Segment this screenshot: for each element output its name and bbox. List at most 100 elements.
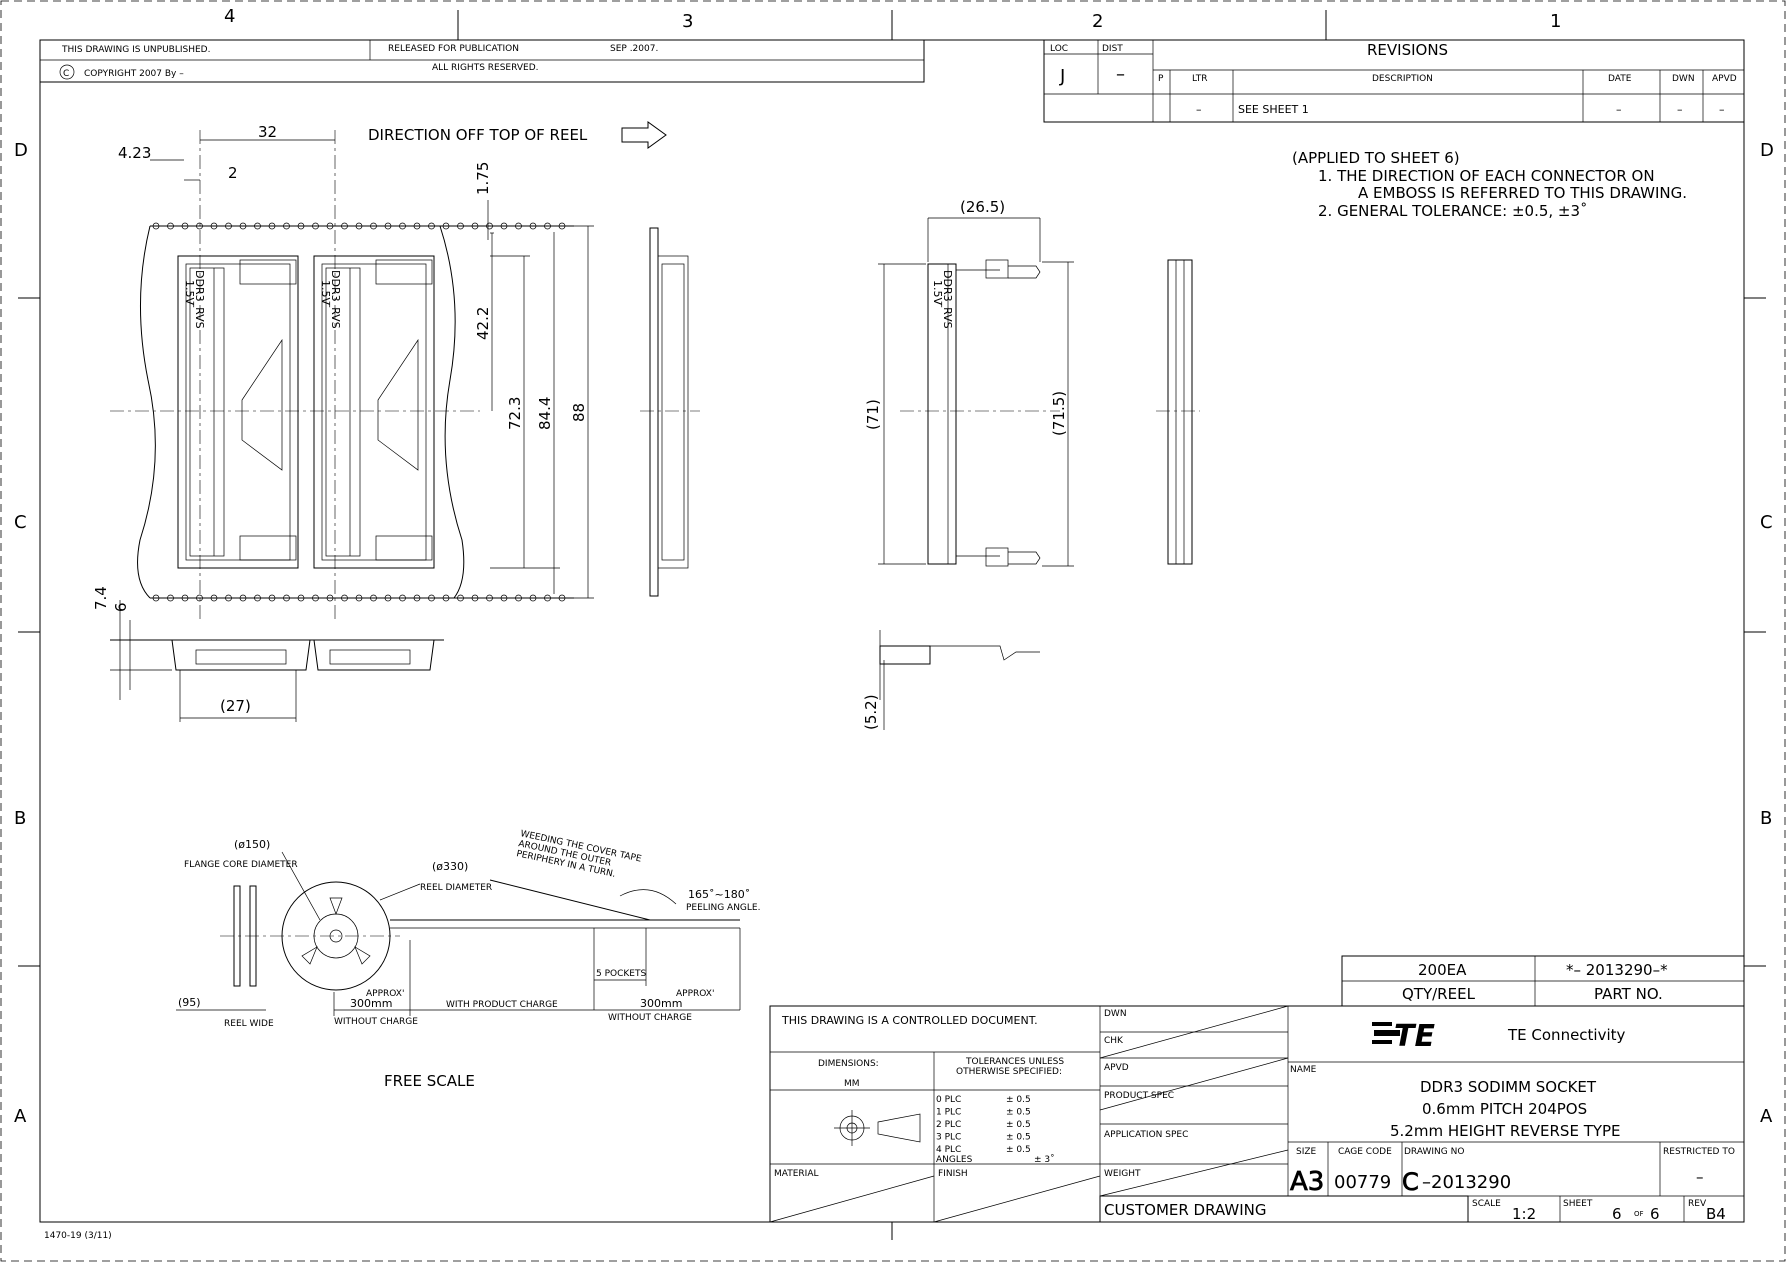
pocket1-voltage-label: 1.5V bbox=[183, 280, 196, 305]
tolerance-place-label: 4 PLC bbox=[936, 1145, 961, 1155]
angles-label: ANGLES bbox=[936, 1155, 973, 1165]
note-1: 1. THE DIRECTION OF EACH CONNECTOR ON bbox=[1318, 167, 1655, 185]
rev-row-date: – bbox=[1616, 103, 1622, 116]
peeling-angle-value: 165˚~180˚ bbox=[688, 888, 750, 901]
tolerance-value: ± 0.5 bbox=[1006, 1145, 1031, 1155]
sprocket-hole bbox=[152, 222, 160, 230]
len-300-right: 300mm bbox=[640, 997, 682, 1010]
sprocket-hole bbox=[341, 594, 348, 602]
dim-88: 88 bbox=[570, 403, 588, 422]
copyright-icon bbox=[59, 64, 75, 80]
brand-name: TE Connectivity bbox=[1507, 1026, 1626, 1044]
zone-right-A: A bbox=[1760, 1106, 1773, 1127]
qty-value: 200EA bbox=[1418, 961, 1467, 979]
rev-col-ltr: LTR bbox=[1192, 74, 1208, 84]
product-spec-label: PRODUCT SPEC bbox=[1104, 1091, 1174, 1101]
sprocket-hole bbox=[297, 222, 305, 230]
sprocket-hole bbox=[428, 222, 435, 230]
tolerance-value: ± 0.5 bbox=[1006, 1120, 1031, 1130]
part-name-line3: 5.2mm HEIGHT REVERSE TYPE bbox=[1390, 1122, 1621, 1140]
dim-2: 2 bbox=[228, 164, 238, 182]
sprocket-hole bbox=[457, 222, 464, 230]
connector-side-view bbox=[1156, 259, 1200, 565]
reel-diagram: (ø150) FLANGE CORE DIAMETER (ø330) REEL … bbox=[176, 829, 760, 1090]
restricted-label: RESTRICTED TO bbox=[1663, 1147, 1735, 1157]
sprocket-hole bbox=[181, 594, 189, 602]
sprocket-hole bbox=[326, 594, 334, 602]
sprocket-hole bbox=[254, 222, 261, 230]
loc-label: LOC bbox=[1050, 44, 1068, 54]
sprocket-hole bbox=[471, 594, 479, 602]
sprocket-hole bbox=[283, 594, 290, 602]
without-charge-right: WITHOUT CHARGE bbox=[608, 1013, 692, 1023]
dim-330: (ø330) bbox=[432, 860, 468, 873]
dim-27: (27) bbox=[220, 697, 251, 715]
rev-col-description: DESCRIPTION bbox=[1372, 74, 1433, 84]
part-name-line2: 0.6mm PITCH 204POS bbox=[1422, 1100, 1587, 1118]
copyright-text: COPYRIGHT 2007 By – bbox=[84, 69, 184, 79]
material-label: MATERIAL bbox=[774, 1169, 819, 1179]
controlled-document: THIS DRAWING IS A CONTROLLED DOCUMENT. bbox=[781, 1014, 1038, 1027]
third-angle-projection-icon bbox=[834, 1110, 921, 1146]
rev-row-apvd: – bbox=[1719, 103, 1725, 116]
sprocket-hole bbox=[312, 222, 319, 230]
name-label: NAME bbox=[1290, 1065, 1317, 1075]
sprocket-hole bbox=[283, 222, 290, 230]
sprocket-hole bbox=[370, 222, 377, 230]
rev-row-dwn: – bbox=[1677, 103, 1683, 116]
part-value: *– 2013290–* bbox=[1566, 961, 1668, 979]
release-date: SEP .2007. bbox=[610, 44, 658, 54]
sprocket-hole bbox=[297, 594, 305, 602]
zone-right-B: B bbox=[1760, 808, 1772, 829]
qty-label: QTY/REEL bbox=[1402, 985, 1476, 1003]
free-scale-label: FREE SCALE bbox=[384, 1072, 475, 1090]
sprocket-hole bbox=[384, 594, 392, 602]
rev-col-date: DATE bbox=[1608, 74, 1632, 84]
tolerance-place-label: 1 PLC bbox=[936, 1108, 961, 1118]
dim-1-75: 1.75 bbox=[474, 162, 492, 195]
size-label: SIZE bbox=[1296, 1147, 1317, 1157]
sprocket-hole bbox=[181, 222, 189, 230]
len-300-left: 300mm bbox=[350, 997, 392, 1010]
dist-value: – bbox=[1116, 64, 1125, 85]
scale-label: SCALE bbox=[1472, 1199, 1501, 1209]
angles-value: ± 3˚ bbox=[1034, 1154, 1055, 1165]
dim-71: (71) bbox=[864, 399, 882, 430]
direction-text: DIRECTION OFF TOP OF REEL bbox=[368, 126, 588, 144]
sprocket-hole bbox=[167, 222, 174, 230]
zone-ticks bbox=[18, 10, 1766, 1240]
pockets-label: 5 POCKETS bbox=[596, 969, 646, 979]
zone-left-A: A bbox=[14, 1106, 27, 1127]
sprocket-hole bbox=[341, 222, 348, 230]
publication-header: THIS DRAWING IS UNPUBLISHED. RELEASED FO… bbox=[39, 39, 925, 83]
dim-26-5: (26.5) bbox=[960, 198, 1005, 216]
dist-label: DIST bbox=[1102, 44, 1123, 54]
sprocket-hole bbox=[312, 594, 319, 602]
sprocket-hole bbox=[196, 222, 203, 230]
zone-labels: 4 3 2 1 D C B A D C B A bbox=[14, 6, 1774, 1127]
form-number: 1470-19 (3/11) bbox=[44, 1231, 112, 1241]
tolerance-value: ± 0.5 bbox=[1006, 1108, 1031, 1118]
size-value: A3 bbox=[1290, 1167, 1324, 1197]
zone-left-D: D bbox=[14, 140, 28, 161]
drawing-no-label: DRAWING NO bbox=[1404, 1147, 1464, 1157]
sprocket-hole bbox=[471, 222, 479, 230]
carrier-tape-cross-section: 7.4 6 (27) bbox=[92, 586, 444, 722]
dim-42-2: 42.2 bbox=[474, 307, 492, 340]
with-product-charge: WITH PRODUCT CHARGE bbox=[446, 1000, 558, 1010]
cage-code-value: 00779 bbox=[1334, 1172, 1391, 1193]
revisions-block: LOC J DIST – REVISIONS P LTR DESCRIPTION… bbox=[1043, 39, 1745, 123]
direction-arrow-icon bbox=[621, 121, 667, 149]
dwn-label: DWN bbox=[1104, 1009, 1127, 1019]
released-text: RELEASED FOR PUBLICATION bbox=[388, 44, 519, 54]
sheet-value: 6 bbox=[1612, 1205, 1622, 1223]
revisions-title: REVISIONS bbox=[1367, 41, 1448, 59]
sprocket-hole bbox=[239, 594, 247, 602]
zone-top-2: 2 bbox=[1092, 11, 1103, 32]
zone-right-C: C bbox=[1760, 512, 1773, 533]
zone-right-D: D bbox=[1760, 140, 1774, 161]
tolerance-place-label: 2 PLC bbox=[936, 1120, 961, 1130]
sprocket-hole bbox=[442, 594, 450, 602]
zone-left-C: C bbox=[14, 512, 27, 533]
tolerance-value: ± 0.5 bbox=[1006, 1133, 1031, 1143]
